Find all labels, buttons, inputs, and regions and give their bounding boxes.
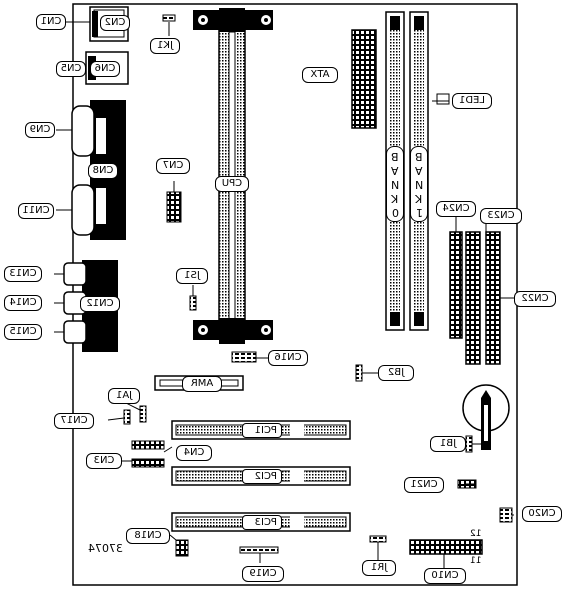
jb2-label: JB2 (378, 365, 414, 381)
cn12-label: CN12 (80, 296, 120, 312)
bank1-label: B A N K 1 (410, 146, 428, 222)
ja1-header (139, 405, 147, 423)
cn16-header (231, 351, 257, 363)
cn4-label: CN4 (176, 445, 212, 461)
cn17-label: CN17 (54, 413, 94, 429)
led1 (436, 93, 450, 105)
js1-header (189, 295, 197, 311)
cn6-label: CN6 (90, 61, 120, 77)
cn7-header (166, 191, 182, 223)
led1-label: LED1 (452, 93, 492, 109)
cn24-header (449, 231, 463, 339)
cn19-label: CN19 (242, 566, 284, 582)
ja1-label: JA1 (108, 388, 140, 404)
cn20-label: CN20 (522, 506, 562, 522)
bank1-char: B (415, 150, 423, 163)
bank0-label: B A N K 0 (386, 146, 404, 222)
bank0-char: B (391, 150, 399, 163)
bank1-char: K (415, 192, 423, 205)
jb2-header (355, 364, 363, 382)
cn10-header (409, 539, 483, 555)
pci2-label: PCI2 (242, 469, 282, 484)
cn13-label: CN13 (4, 266, 42, 282)
cn3-header (131, 458, 165, 468)
cn16-label: CN16 (268, 350, 308, 366)
bank0-char: 0 (391, 206, 399, 219)
cn22-header (485, 231, 501, 365)
board-id-text: 37074 (88, 542, 123, 555)
atx-label: ATX (302, 67, 338, 83)
bank0-char: K (391, 192, 399, 205)
pin11-text: 11 (470, 556, 482, 566)
bank1-char: N (414, 178, 424, 191)
cn1-label: CN1 (36, 14, 66, 30)
cn20-header (499, 507, 513, 523)
cn17-header (123, 409, 131, 425)
cn2-label: CN2 (100, 15, 130, 31)
cn4-header (131, 440, 165, 450)
pci1-label: PCI1 (242, 423, 282, 438)
bank0-char: N (390, 178, 400, 191)
cn8-label: CN8 (88, 163, 118, 179)
bank0-char: A (391, 164, 399, 177)
amr-label: AMR (182, 376, 222, 392)
jr1-header (369, 535, 387, 543)
cn9-label: CN9 (25, 122, 55, 138)
pin12-text: 12 (470, 529, 482, 539)
jr1-label: JR1 (362, 560, 396, 576)
cn21-label: CN21 (404, 477, 444, 493)
cn11-label: CN11 (18, 203, 54, 219)
jb1-label: JB1 (430, 436, 466, 452)
js1-label: JS1 (176, 268, 208, 284)
leader-lines (54, 21, 514, 568)
cn10-label: CN10 (424, 568, 466, 584)
bank1-char: 1 (415, 206, 423, 219)
cn22-label: CN22 (514, 291, 556, 307)
cn24-label: CN24 (436, 201, 476, 217)
bank1-char: A (415, 164, 423, 177)
cn14-label: CN14 (4, 295, 42, 311)
cn23-label: CN23 (480, 208, 522, 224)
atx-connector (351, 29, 377, 129)
cn5-label: CN5 (56, 61, 86, 77)
cn19-header (239, 546, 279, 554)
cn3-label: CN3 (86, 453, 122, 469)
jb1-header (465, 435, 473, 453)
cpu-label: CPU (215, 176, 249, 192)
jk1-label: JK1 (150, 38, 180, 54)
cn18-header (175, 539, 189, 557)
cn18-label: CN18 (126, 528, 170, 544)
jk1-header (162, 14, 176, 22)
pci3-label: PCI3 (242, 515, 282, 530)
cn15-label: CN15 (4, 324, 42, 340)
cn7-label: CN7 (156, 158, 190, 174)
cn23-header (465, 231, 481, 365)
